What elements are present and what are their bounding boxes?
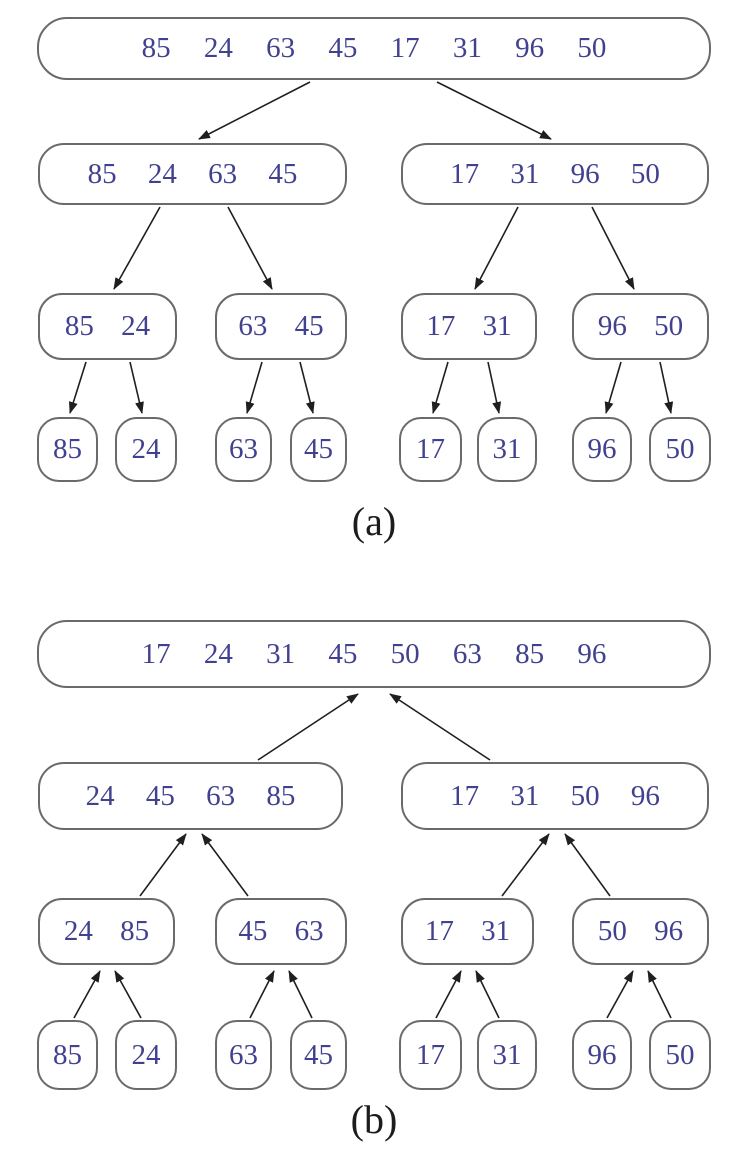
- merge-arrow: [114, 970, 142, 1019]
- divide-arrow: [113, 206, 161, 290]
- merge-arrow: [73, 970, 101, 1019]
- b-left-half-node: 24 45 63 85: [38, 762, 343, 830]
- divide-arrow: [436, 81, 552, 140]
- divide-arrow: [591, 206, 635, 290]
- divide-arrow: [604, 361, 622, 414]
- a-single-node: 85: [37, 417, 98, 482]
- panel-a-caption: (a): [351, 499, 397, 544]
- merge-arrow: [647, 970, 672, 1019]
- a-single-node: 96: [572, 417, 632, 482]
- b-pair-node: 50 96: [572, 898, 709, 965]
- b-single-node: 85: [37, 1020, 98, 1090]
- merge-arrow: [249, 970, 275, 1019]
- b-single-node: 31: [477, 1020, 537, 1090]
- merge-arrow: [389, 693, 491, 761]
- a-root-node: 85 24 63 45 17 31 96 50: [37, 17, 711, 80]
- b-single-node: 96: [572, 1020, 632, 1090]
- a-single-node: 50: [649, 417, 711, 482]
- divide-arrow: [659, 361, 674, 414]
- divide-arrow: [129, 361, 144, 414]
- a-pair-node: 85 24: [38, 293, 177, 360]
- divide-arrow: [227, 206, 273, 290]
- merge-arrow: [475, 970, 500, 1019]
- panel-a-arrows: [68, 81, 674, 414]
- divide-arrow: [245, 361, 263, 414]
- merge-arrow: [435, 970, 462, 1019]
- b-single-node: 50: [649, 1020, 711, 1090]
- a-right-half-node: 17 31 96 50: [401, 143, 709, 205]
- b-pair-node: 24 85: [38, 898, 175, 965]
- divide-arrow: [68, 361, 87, 414]
- merge-arrow: [257, 693, 359, 761]
- b-root-node: 17 24 31 45 50 63 85 96: [37, 620, 711, 688]
- panel-b-caption: (b): [350, 1097, 398, 1142]
- a-single-node: 63: [215, 417, 272, 482]
- a-left-half-node: 85 24 63 45: [38, 143, 347, 205]
- merge-arrow: [201, 833, 249, 897]
- a-single-node: 45: [290, 417, 347, 482]
- b-pair-node: 45 63: [215, 898, 347, 965]
- divide-arrow: [299, 361, 315, 414]
- a-single-node: 31: [477, 417, 537, 482]
- merge-arrow: [501, 833, 550, 897]
- a-single-node: 24: [115, 417, 177, 482]
- a-pair-node: 96 50: [572, 293, 709, 360]
- b-single-node: 63: [215, 1020, 272, 1090]
- b-single-node: 17: [399, 1020, 462, 1090]
- a-single-node: 17: [399, 417, 462, 482]
- divide-arrow: [474, 206, 519, 290]
- panel-b-arrows: [73, 693, 672, 1019]
- divide-arrow: [431, 361, 449, 414]
- a-pair-node: 17 31: [401, 293, 537, 360]
- a-pair-node: 63 45: [215, 293, 347, 360]
- b-single-node: 24: [115, 1020, 177, 1090]
- divide-arrow: [198, 81, 311, 140]
- b-single-node: 45: [290, 1020, 347, 1090]
- b-right-half-node: 17 31 50 96: [401, 762, 709, 830]
- b-pair-node: 17 31: [401, 898, 534, 965]
- merge-arrow: [288, 970, 313, 1019]
- divide-arrow: [487, 361, 502, 414]
- merge-arrow: [606, 970, 634, 1019]
- merge-arrow: [139, 833, 187, 897]
- merge-arrow: [564, 833, 611, 897]
